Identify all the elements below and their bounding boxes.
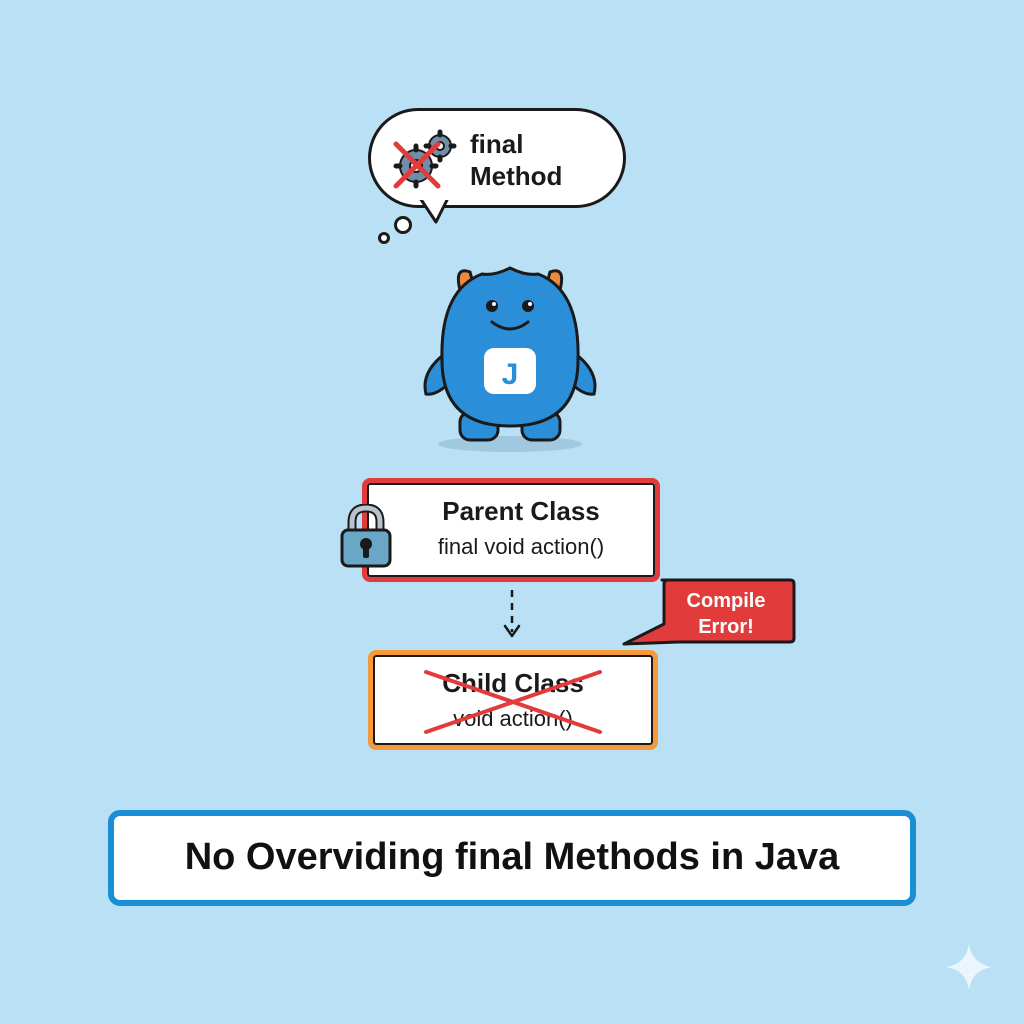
mascot-badge-letter: J [501,358,519,391]
compile-error-line-2: Error! [698,616,754,638]
lock-icon [340,504,392,568]
thought-text: final Method [470,128,610,192]
thought-bubble-tail [418,196,450,224]
thought-dot-small [378,232,390,244]
inheritance-arrow [503,590,521,638]
child-class-title: Child Class [442,668,584,698]
caption-text: No Overviding final Methods in Java [184,836,840,878]
sparkle-icon [946,944,992,990]
parent-class-box [362,478,660,582]
thought-line-1: final [470,129,524,159]
compile-error-callout [622,578,796,646]
compile-error-text: Compile Error! [666,588,786,640]
thought-line-2: Method [470,161,563,191]
child-class-method: void action() [453,706,573,731]
thought-dot-large [394,216,412,234]
crossed-gears-icon [393,129,457,189]
java-monster-mascot [423,266,597,452]
parent-class-method: final void action() [437,534,605,559]
strike-through-cross [424,670,602,734]
parent-class-title: Parent Class [442,496,600,526]
caption-banner [108,810,916,906]
compile-error-line-1: Compile [686,590,766,612]
